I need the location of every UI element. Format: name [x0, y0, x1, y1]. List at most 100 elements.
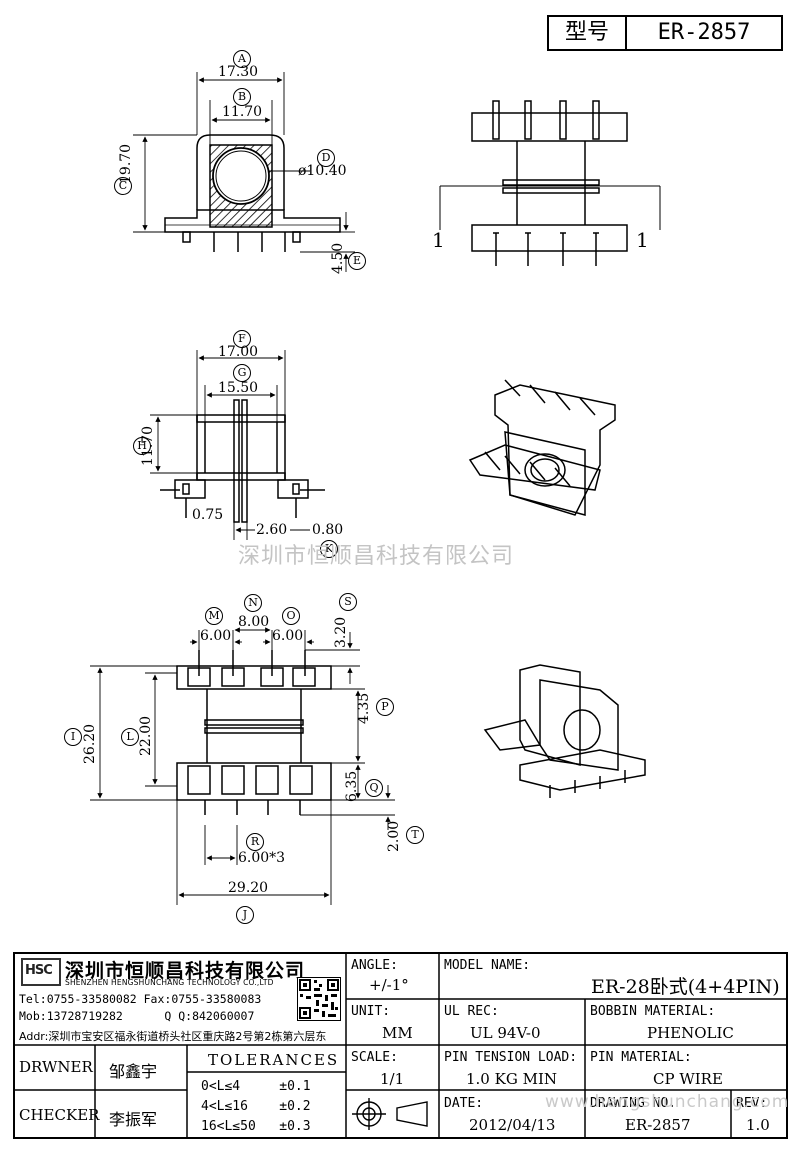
- company-name-en: SHENZHEN HENGSHUNCHANG TECHNOLOGY CO.,LT…: [65, 978, 274, 987]
- company-mob-qq: Mob:13728719282 Q Q:842060007: [19, 1009, 255, 1023]
- dim-letter-j: J: [236, 906, 254, 924]
- pin-mark-right: 1: [636, 228, 649, 252]
- pin-tension-value: 1.0 KG MIN: [466, 1070, 557, 1088]
- scale-label: SCALE:: [351, 1050, 398, 1065]
- title-block-grid: [15, 954, 786, 1137]
- top-view: [160, 399, 325, 523]
- dim-value-d: ø10.40: [298, 163, 347, 179]
- watermark-url: www.hengshunchang.com: [545, 1092, 790, 1112]
- dim-value-i: 26.20: [82, 723, 98, 764]
- date-value: 2012/04/13: [469, 1116, 556, 1134]
- dim-letter-o: O: [282, 607, 300, 625]
- dim-letter-n: N: [244, 594, 262, 612]
- dim-letter-g: G: [233, 364, 251, 382]
- projection-symbol-icon: [352, 1098, 428, 1130]
- dim-value-c: 19.70: [118, 143, 134, 184]
- dim-value-e: 4.50: [330, 242, 346, 274]
- dim-value-h: 11.70: [140, 425, 156, 466]
- model-value: ER-2857: [657, 20, 751, 45]
- dim-letter-p: P: [376, 698, 394, 716]
- dim-value-side-mid: 2.60: [256, 522, 288, 538]
- tolerance-row-2: 4<L≤16 ±0.2: [201, 1099, 311, 1114]
- dim-value-q: 6.35: [344, 770, 360, 802]
- dim-value-o: 6.00: [272, 628, 304, 644]
- checker-label: CHECKER: [19, 1106, 100, 1124]
- top-view-dims: [150, 350, 310, 540]
- dim-value-t: 2.00: [386, 820, 402, 852]
- drawer-label: DRWNER: [19, 1058, 93, 1076]
- rev-label: REV:: [736, 1096, 768, 1111]
- dim-value-k: 0.80: [312, 522, 344, 538]
- pin-mark-left: 1: [432, 228, 445, 252]
- drawing-no-value: ER-2857: [625, 1116, 691, 1134]
- ul-rec-label: UL REC:: [444, 1004, 499, 1019]
- dim-value-g: 15.50: [218, 380, 259, 396]
- dim-letter-a: A: [233, 50, 251, 68]
- dim-letter-f: F: [233, 330, 251, 348]
- dim-letter-q: Q: [365, 779, 383, 797]
- dim-value-r: 6.00*3: [238, 850, 286, 866]
- side-view: [439, 100, 661, 266]
- company-name-cn: 深圳市恒顺昌科技有限公司: [65, 960, 306, 982]
- angle-value: +/-1°: [369, 976, 409, 994]
- pin-tension-label: PIN TENSION LOAD:: [444, 1050, 578, 1065]
- dim-letter-k: K: [320, 540, 338, 558]
- rev-value: 1.0: [746, 1116, 770, 1134]
- scale-value: 1/1: [380, 1070, 405, 1088]
- unit-label: UNIT:: [351, 1004, 391, 1019]
- model-header: 型号 ER-2857: [547, 15, 783, 51]
- dim-letter-c: C: [114, 177, 132, 195]
- company-logo-text: HSC: [25, 963, 53, 978]
- title-block: HSC 深圳市恒顺昌科技有限公司 SHENZHEN HENGSHUNCHANG …: [13, 952, 788, 1139]
- pin-material-label: PIN MATERIAL:: [590, 1050, 692, 1065]
- unit-value: MM: [382, 1024, 413, 1042]
- dim-value-f: 17.00: [218, 344, 259, 360]
- bobbin-material-value: PHENOLIC: [647, 1024, 734, 1042]
- front-view: [164, 134, 341, 252]
- dim-value-n: 8.00: [238, 614, 270, 630]
- iso-view-bottom: [483, 664, 646, 798]
- dim-value-p: 4.35: [356, 692, 372, 724]
- iso-view-top: [468, 379, 616, 516]
- angle-label: ANGLE:: [351, 958, 398, 973]
- company-addr: Addr:深圳市宝安区福永街道桥头社区重庆路2号第2栋第六层东: [19, 1030, 327, 1043]
- bottom-view-dims: [90, 627, 395, 905]
- qr-code-pattern: [298, 978, 340, 1020]
- dim-value-s: 3.20: [333, 616, 349, 648]
- qr-code: [297, 977, 341, 1021]
- company-logo: HSC: [21, 958, 61, 986]
- date-label: DATE:: [444, 1096, 484, 1111]
- dim-value-b: 11.70: [222, 104, 263, 120]
- dim-letter-b: B: [233, 88, 251, 106]
- front-view-dims: [133, 72, 355, 272]
- model-label: 型号: [549, 17, 627, 49]
- dim-value-a: 17.30: [218, 64, 259, 80]
- dim-value-side-left: 0.75: [192, 507, 224, 523]
- model-name-value: ER-28卧式(4+4PIN): [591, 976, 780, 998]
- dim-letter-e: E: [348, 252, 366, 270]
- dim-value-m: 6.00: [200, 628, 232, 644]
- checker-value: 李振军: [109, 1110, 158, 1129]
- bottom-view: [176, 650, 332, 815]
- tolerance-row-1: 0<L≤4 ±0.1: [201, 1079, 311, 1094]
- dim-value-l: 22.00: [138, 715, 154, 756]
- dim-letter-t: T: [406, 826, 424, 844]
- tolerances-label: TOLERANCES: [208, 1051, 340, 1069]
- model-name-label: MODEL NAME:: [444, 958, 531, 973]
- drawing-canvas: [90, 72, 661, 905]
- watermark-company: 深圳市恒顺昌科技有限公司: [238, 544, 515, 569]
- company-tel-fax: Tel:0755-33580082 Fax:0755-33580083: [19, 992, 262, 1006]
- tolerance-row-3: 16<L≤50 ±0.3: [201, 1119, 311, 1134]
- dim-letter-r: R: [246, 833, 264, 851]
- dim-value-j: 29.20: [228, 880, 269, 896]
- dim-letter-i: I: [64, 728, 82, 746]
- drawing-no-label: DRAWING NO.: [590, 1096, 677, 1111]
- dim-letter-h: H: [133, 437, 151, 455]
- ul-rec-value: UL 94V-0: [470, 1024, 541, 1042]
- bobbin-material-label: BOBBIN MATERIAL:: [590, 1004, 716, 1019]
- drawer-value: 邹鑫宇: [109, 1062, 158, 1081]
- dim-letter-s: S: [339, 593, 357, 611]
- dim-letter-m: M: [205, 607, 223, 625]
- dim-letter-l: L: [121, 728, 139, 746]
- dim-letter-d: D: [317, 149, 335, 167]
